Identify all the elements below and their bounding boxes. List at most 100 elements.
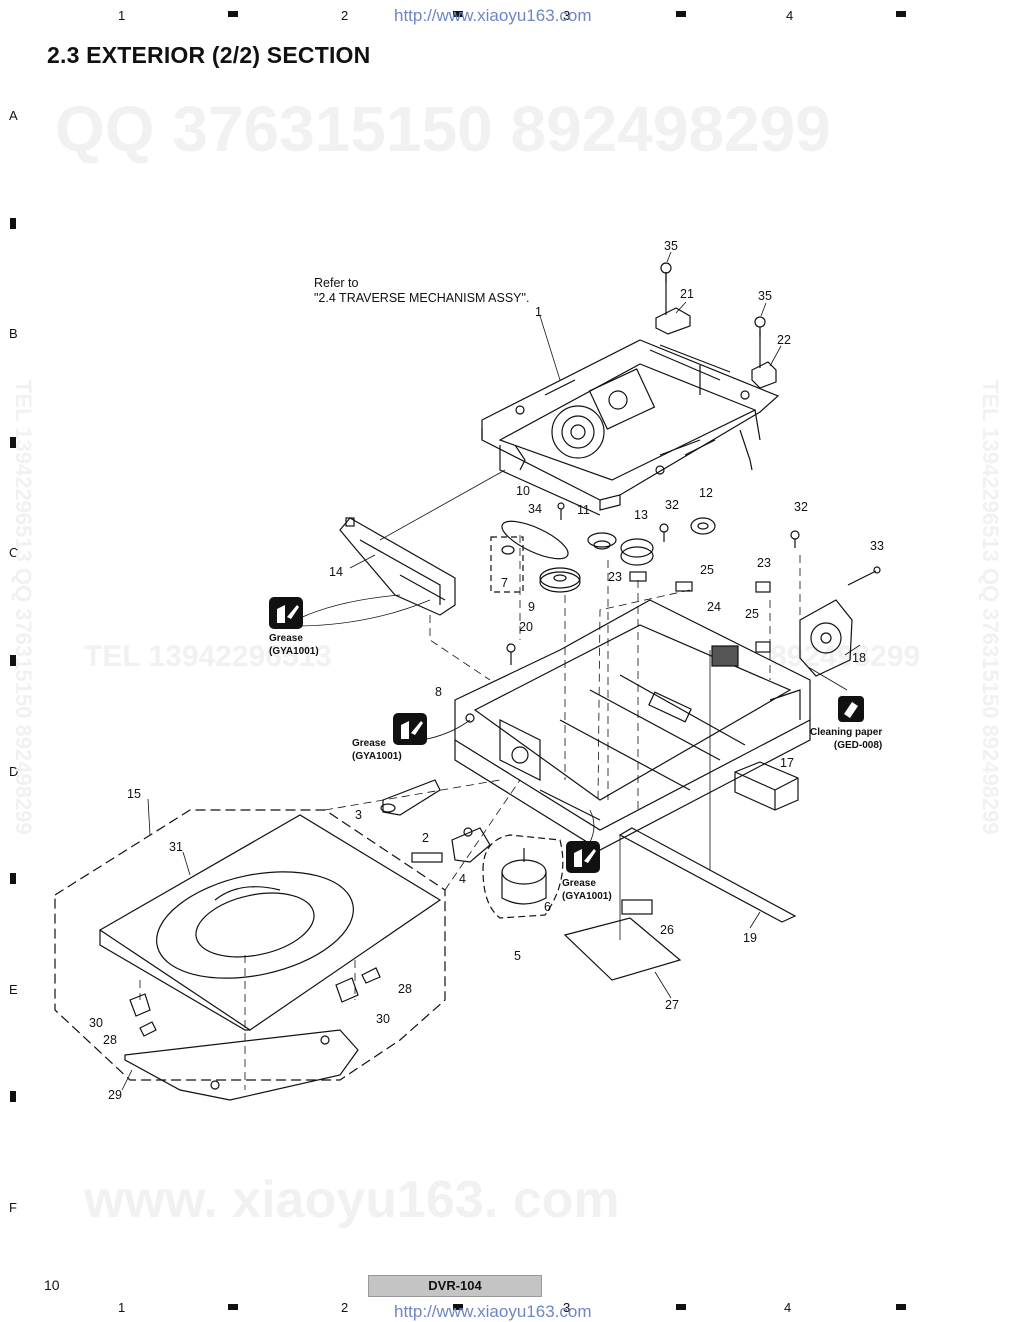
callout: 32 [794, 500, 808, 514]
part-25-a [675, 581, 693, 592]
flex-19 [618, 827, 797, 923]
callout: 2 [422, 831, 429, 845]
cleaning-paper-icon [838, 696, 864, 722]
callout: 4 [459, 872, 466, 886]
cleaning-label-line2: (GED-008) [833, 740, 883, 751]
grease-icon [393, 713, 427, 745]
watermark-tel: TEL 13942296513 [84, 640, 332, 673]
grease-label-1: Grease (GYA1001) [269, 632, 319, 658]
grid-col-2-bottom: 2 [341, 1300, 349, 1315]
gear-11 [587, 532, 617, 550]
base-29 [124, 1029, 359, 1101]
page-number: 10 [44, 1277, 60, 1293]
grid-row-a: A [9, 108, 18, 123]
cleaning-label-line1: Cleaning paper [810, 727, 883, 738]
callout: 30 [89, 1016, 103, 1030]
gear-13 [620, 538, 654, 566]
callout: 6 [544, 900, 551, 914]
part-28-b [361, 967, 381, 984]
screw-32-b [790, 530, 800, 548]
grid-row-d: D [9, 764, 19, 779]
tray-31 [98, 814, 442, 1031]
screw-20 [506, 643, 516, 665]
callout: 5 [514, 949, 521, 963]
part-28-a [139, 1021, 157, 1037]
screw-34 [557, 502, 565, 520]
callout: 21 [680, 287, 694, 301]
grease-icon [269, 597, 303, 629]
grid-mark [10, 437, 16, 448]
callout: 8 [435, 685, 442, 699]
screw-35-a [660, 262, 672, 283]
refer-note-line1: Refer to [314, 276, 359, 290]
callout: 25 [700, 563, 714, 577]
grid-mark [676, 11, 686, 17]
part-23-a [629, 571, 647, 582]
grid-col-1-top: 1 [118, 8, 126, 23]
grease-label-line1: Grease [562, 878, 596, 889]
callout: 12 [699, 486, 713, 500]
watermark-qq: QQ 376315150 892498299 [55, 93, 831, 165]
cleaning-paper-label: Cleaning paper (GED-008) [810, 726, 882, 752]
grid-row-f: F [9, 1200, 17, 1215]
traverse-mechanism-assy [481, 339, 780, 516]
callout: 20 [519, 620, 533, 634]
callout: 15 [127, 787, 141, 801]
source-url-bottom[interactable]: http://www.xiaoyu163.com [394, 1302, 592, 1321]
grid-col-3-top: 3 [563, 8, 571, 23]
callout: 25 [745, 607, 759, 621]
model-name-box: DVR-104 [368, 1275, 542, 1297]
tray-assy-15-outline [54, 809, 446, 1081]
grease-icon [566, 841, 600, 873]
callout: 18 [852, 651, 866, 665]
grid-mark [10, 218, 16, 229]
grid-mark [10, 873, 16, 884]
callout: 7 [501, 576, 508, 590]
screw-33 [847, 566, 881, 586]
callout: 17 [780, 756, 794, 770]
callout: 33 [870, 539, 884, 553]
part-24 [711, 645, 739, 667]
refer-note-line2: "2.4 TRAVERSE MECHANISM ASSY". [314, 291, 530, 305]
grease-label-line2: (GYA1001) [352, 751, 402, 762]
callout: 32 [665, 498, 679, 512]
part-4 [451, 827, 491, 863]
callout: 28 [398, 982, 412, 996]
callout: 10 [516, 484, 530, 498]
part-23-b [755, 581, 771, 593]
callout: 19 [743, 931, 757, 945]
refer-note: Refer to "2.4 TRAVERSE MECHANISM ASSY". [314, 276, 529, 306]
screw-35-b [754, 316, 766, 337]
callout: 31 [169, 840, 183, 854]
grid-row-c: C [9, 545, 19, 560]
grid-row-e: E [9, 982, 18, 997]
grid-col-4-top: 4 [786, 8, 794, 23]
callout: 23 [608, 570, 622, 584]
motor-assy-5 [482, 834, 564, 919]
fan-18 [799, 599, 853, 677]
section-title: 2.3 EXTERIOR (2/2) SECTION [47, 42, 371, 68]
pulley-9 [539, 567, 581, 593]
callout: 26 [660, 923, 674, 937]
main-frame-8 [454, 599, 811, 851]
sheet-27 [563, 917, 682, 981]
callout: 1 [535, 305, 542, 319]
screw-32-a [659, 523, 669, 542]
bracket-22 [751, 330, 777, 389]
callout: 24 [707, 600, 721, 614]
part-25-b [755, 641, 771, 653]
part-2 [411, 852, 443, 863]
gear-12 [690, 517, 716, 535]
callout: 22 [777, 333, 791, 347]
callout: 11 [577, 503, 590, 517]
callout: 34 [528, 502, 542, 516]
grid-mark [896, 1304, 906, 1310]
grid-mark [676, 1304, 686, 1310]
part-30-b [335, 977, 359, 1003]
source-url-top[interactable]: http://www.xiaoyu163.com [394, 6, 592, 25]
callout: 27 [665, 998, 679, 1012]
callout: 13 [634, 508, 648, 522]
grid-row-b: B [9, 326, 18, 341]
grid-col-4-bottom: 4 [784, 1300, 792, 1315]
